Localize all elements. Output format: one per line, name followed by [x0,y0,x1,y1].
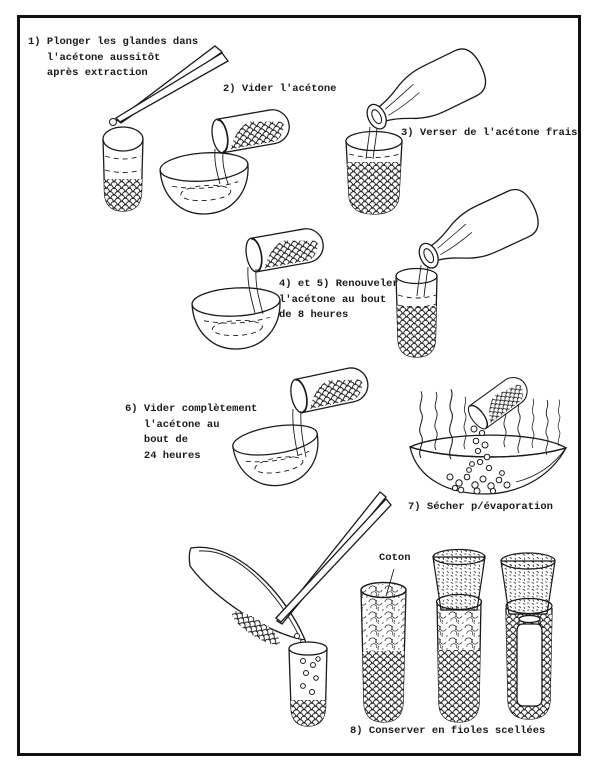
tweezers-icon [275,491,392,625]
tube-with-glands [287,364,372,415]
vial-cotton-open [360,568,407,723]
pour-stream [416,264,429,298]
inner-ampoule [516,614,543,707]
step-1-label: 1) Plonger les glandes dans l'acétone au… [28,36,199,79]
vial-with-glands [345,130,403,215]
tube-with-glands [243,225,327,274]
step7-scene [409,371,568,495]
step8-scene [188,491,556,727]
step3-scene [345,42,493,215]
pour-stream [292,408,307,458]
step-3-label: 3) Verser de l'acétone frais [401,127,578,139]
step2-scene [158,106,293,218]
vial-with-glands [102,126,144,212]
step-6-label: 6) Vider complètement l'acétone au bout … [125,403,258,462]
pour-stream [214,148,229,185]
bowl [158,149,252,218]
acetone-bottle [409,183,546,283]
pour-stream [247,266,264,315]
tweezers-icon [109,45,229,126]
bowl [190,285,284,352]
vial-sealed-inner-ampoule [500,552,556,720]
step45-scene [190,183,546,358]
step-2-label: 2) Vider l'acétone [223,83,337,95]
vial-being-filled [288,641,328,727]
cotton-pointer-line [385,568,395,597]
vial-corked [432,548,486,723]
vial-with-glands [395,267,438,358]
glands-in-dish [446,467,511,495]
cork-stopper [432,548,486,611]
falling-glands [469,425,493,472]
step-8-label: 8) Conserver en fioles scellées [350,725,546,737]
pour-stream [365,126,378,160]
step1-scene [102,45,229,212]
tilted-dish-pouring [188,546,307,649]
gland-in-tweezers [109,118,117,126]
tube-with-glands [464,371,534,433]
tube-with-glands [209,106,293,155]
cotton-label: Coton [379,552,411,564]
step-7-label: 7) Sécher p/évaporation [408,501,553,513]
cork-stopper [500,552,556,615]
step6-scene [230,364,372,493]
step-4-5-label: 4) et 5) Renouveler l'acétone au bout de… [279,278,399,321]
